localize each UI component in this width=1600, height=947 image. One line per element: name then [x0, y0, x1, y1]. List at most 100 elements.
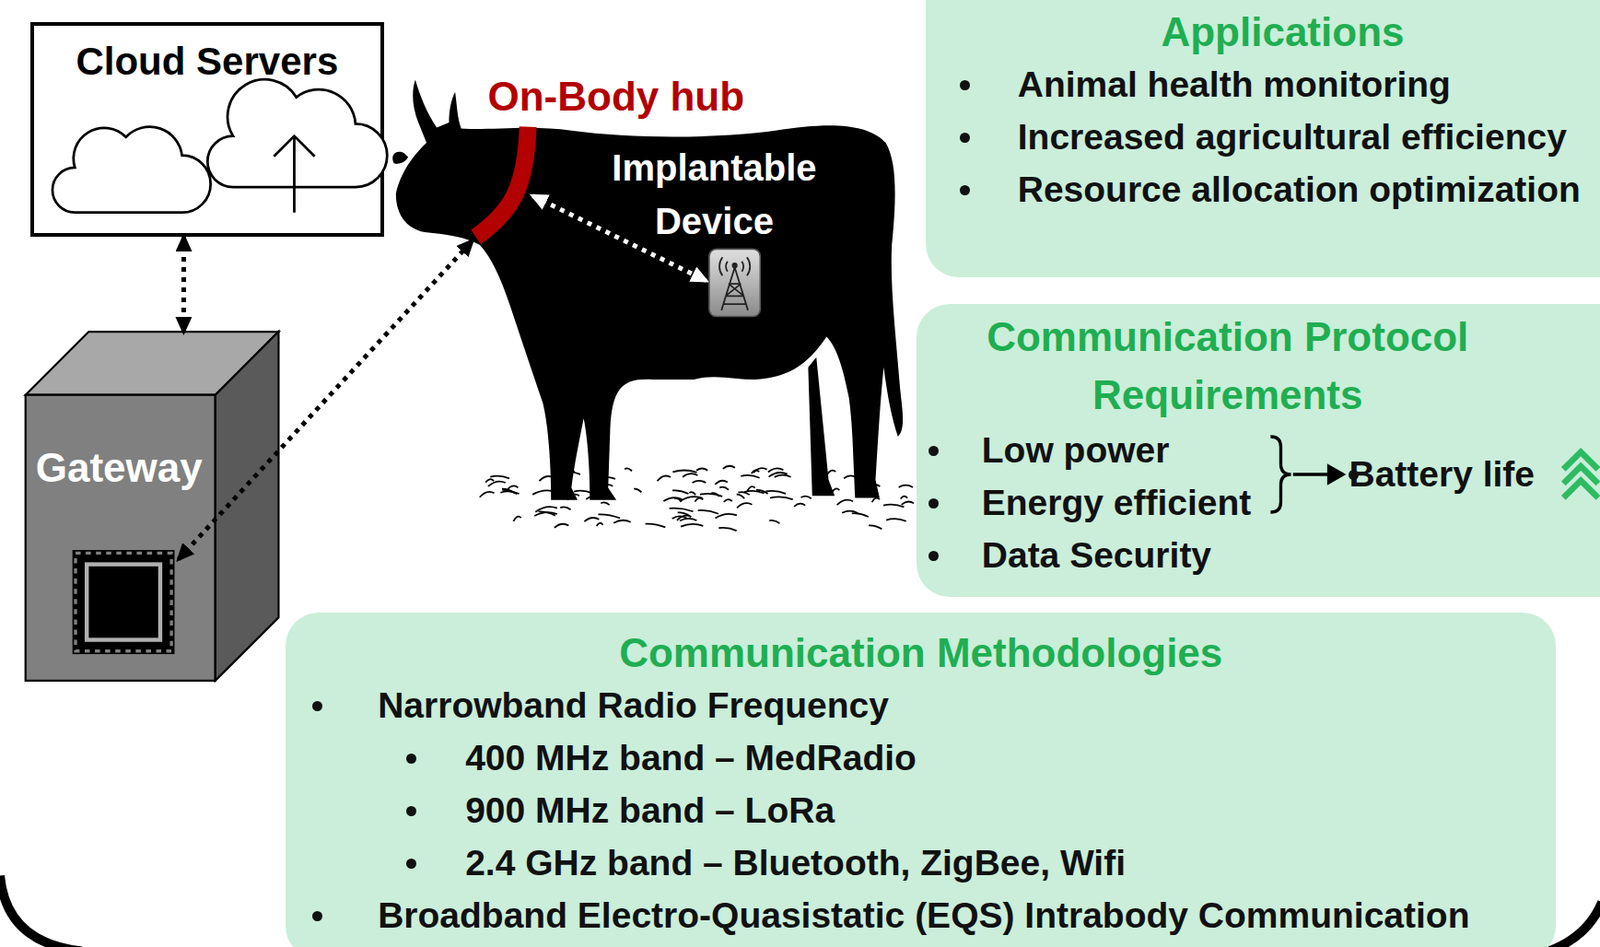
ground-stroke [719, 487, 729, 491]
ground-stroke [751, 469, 760, 474]
ground-stroke [679, 518, 697, 521]
sub-bullet-item: 400 MHz band – MedRadio [465, 731, 1556, 784]
ground-stroke [698, 510, 719, 514]
ground-stroke [740, 475, 760, 479]
ground-stroke [692, 480, 707, 483]
ground-stroke [560, 506, 571, 510]
ground-stroke [883, 504, 904, 508]
server-box: Cloud Servers [30, 22, 384, 237]
ground-stroke [677, 515, 691, 521]
ground-stroke [538, 511, 556, 515]
ground-stroke [633, 489, 642, 493]
ground-stroke [736, 494, 745, 499]
node-label: Gateway [35, 442, 203, 494]
ground-stroke [900, 496, 908, 500]
collar-band [475, 126, 527, 237]
ground-stroke [680, 524, 703, 527]
ground-stroke [899, 485, 913, 488]
applications-panel: ApplicationsAnimal health monitoringIncr… [925, 0, 1600, 278]
ground-stroke [597, 513, 620, 518]
node-label: On-Body hub [488, 73, 746, 120]
ground-stroke [534, 512, 558, 516]
ground-stroke [696, 468, 708, 471]
ground-stroke [613, 520, 631, 524]
gateway-box: Gateway [25, 331, 280, 681]
result-label: Battery life [1348, 447, 1535, 501]
ground-stroke [723, 466, 736, 469]
bullet-item: Narrowband Radio Frequency [377, 678, 1556, 732]
panel-title: Applications [925, 5, 1600, 59]
node-label: Implantable Device [586, 140, 842, 248]
ground-stroke [700, 493, 723, 497]
bullet-item: Increased agricultural efficiency [1017, 110, 1600, 164]
ground-stroke [485, 478, 494, 482]
ground-stroke [872, 497, 880, 503]
ground-stroke [801, 496, 812, 500]
implant-device: Implantable Device [586, 140, 842, 317]
ground-stroke [765, 490, 786, 494]
ground-stroke [715, 513, 737, 519]
ground-stroke [624, 467, 632, 471]
protocol-panel: Communication Protocol RequirementsLow p… [916, 303, 1600, 597]
ground-stroke [645, 524, 666, 528]
ground-stroke [886, 518, 907, 522]
ground-strokes [479, 464, 914, 531]
ground-stroke [747, 486, 755, 491]
dotted-connector [181, 236, 187, 332]
ground-stroke [837, 500, 853, 505]
ground-stroke [901, 501, 914, 504]
chip-icon [73, 550, 175, 654]
ground-stroke [868, 525, 882, 529]
ground-stroke [672, 490, 689, 494]
cow-silhouette [392, 79, 903, 500]
frame-corner [1549, 901, 1600, 947]
ground-stroke [513, 516, 521, 522]
ground-stroke [488, 481, 506, 487]
sub-bullet-item: 2.4 GHz band – Bluetooth, ZigBee, Wifi [465, 836, 1556, 889]
ground-stroke [502, 489, 515, 493]
ground-stroke [507, 485, 518, 490]
panel-title: Communication Methodologies [285, 626, 1556, 679]
ground-stroke [657, 476, 671, 482]
sub-bullet-item: 900 MHz band – LoRa [465, 783, 1556, 837]
ground-stroke [756, 490, 769, 494]
panel-title: Communication Protocol Requirements [916, 307, 1540, 424]
frame-corner [0, 875, 82, 947]
ground-stroke [769, 520, 780, 524]
bullet-item: Animal health monitoring [1017, 58, 1600, 111]
ground-stroke [768, 467, 784, 472]
brace-arrow [1270, 436, 1344, 513]
ground-stroke [672, 470, 697, 473]
ground-stroke [736, 502, 752, 508]
dotted-connector [178, 240, 473, 560]
bullet-item: Data Security [981, 528, 1600, 582]
ground-stroke [583, 517, 599, 522]
ground-stroke [669, 508, 694, 513]
bullet-item: Broadband Electro-Quasistatic (EQS) Intr… [377, 888, 1556, 942]
ground-stroke [714, 480, 728, 485]
ground-stroke [689, 491, 696, 495]
ground-stroke [490, 476, 510, 479]
ground-stroke [794, 503, 806, 507]
ground-stroke [852, 513, 869, 517]
ground-stroke [600, 502, 609, 505]
ground-stroke [774, 475, 792, 478]
antenna-icon [709, 248, 760, 316]
bullet-item: Resource allocation optimization [1017, 163, 1600, 216]
node-title: Cloud Servers [34, 25, 380, 85]
ground-stroke [679, 496, 703, 502]
gateway-box-3d [25, 331, 280, 681]
ground-stroke [682, 473, 698, 478]
increase-chevrons [1563, 452, 1599, 499]
ground-stroke [718, 527, 736, 531]
ground-stroke [663, 497, 682, 502]
ground-stroke [596, 523, 604, 526]
ground-stroke [554, 524, 570, 528]
ground-stroke [724, 499, 733, 503]
ground-stroke [770, 496, 794, 500]
ground-stroke [479, 491, 495, 498]
cloud-icons [52, 80, 387, 213]
ground-stroke [768, 472, 787, 478]
methods-panel: Communication MethodologiesNarrowband Ra… [285, 612, 1556, 947]
